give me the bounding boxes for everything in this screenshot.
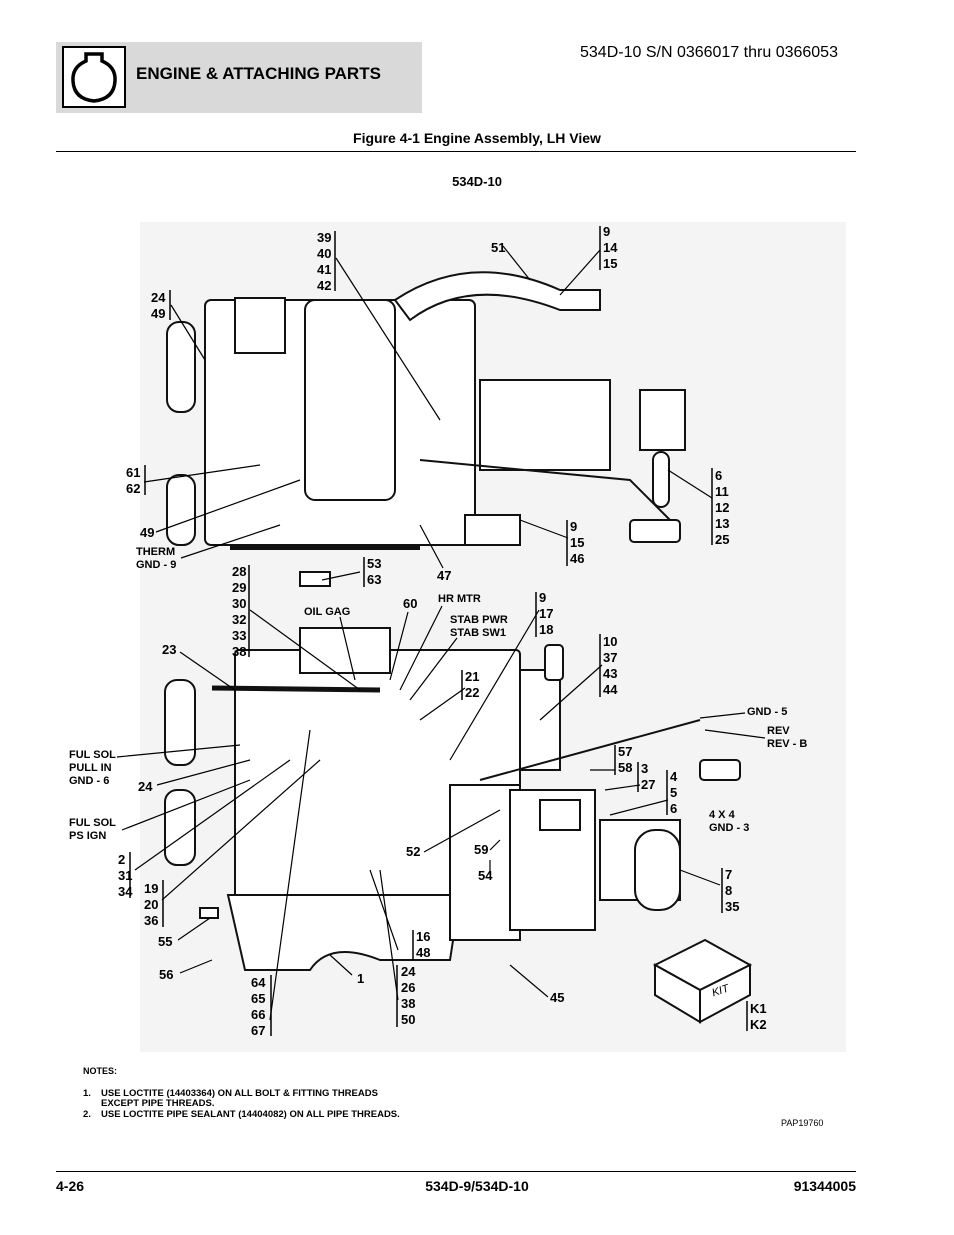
callout-56: 56 bbox=[159, 967, 174, 982]
drawing-id: PAP19760 bbox=[781, 1118, 824, 1128]
note-2-number: 2. bbox=[83, 1109, 91, 1120]
callout-21-22: 21 22 bbox=[465, 669, 480, 700]
callout-23: 23 bbox=[162, 642, 177, 657]
figure-title: Figure 4-1 Engine Assembly, LH View bbox=[353, 130, 601, 146]
label-ful-sol-ps-ign: FUL SOL PS IGN bbox=[69, 817, 116, 842]
top-divider bbox=[56, 151, 856, 152]
model-label: 534D-10 bbox=[452, 174, 502, 189]
callout-24-mid: 24 bbox=[138, 779, 153, 794]
callout-7-8-35: 7 8 35 bbox=[725, 867, 740, 914]
bottom-divider bbox=[56, 1171, 856, 1172]
callout-39-42: 39 40 41 42 bbox=[317, 230, 332, 293]
callout-51: 51 bbox=[491, 240, 506, 255]
engine-assembly-drawing bbox=[116, 222, 846, 1052]
callout-57-58: 57 58 bbox=[618, 744, 633, 775]
callout-47: 47 bbox=[437, 568, 452, 583]
callout-59: 59 bbox=[474, 842, 489, 857]
callout-9-17-18: 9 17 18 bbox=[539, 590, 554, 637]
callout-64-67: 64 65 66 67 bbox=[251, 975, 266, 1038]
callout-24-26-38-50: 24 26 38 50 bbox=[401, 964, 416, 1027]
callout-45: 45 bbox=[550, 990, 565, 1005]
label-ful-sol-pull-in: FUL SOL PULL IN GND - 6 bbox=[69, 749, 116, 787]
notes-title: NOTES: bbox=[83, 1066, 118, 1076]
label-gnd-5: GND - 5 bbox=[747, 706, 788, 718]
callout-2-31-34: 2 31 34 bbox=[118, 852, 133, 899]
label-hr-mtr: HR MTR bbox=[438, 593, 481, 605]
callout-53-63: 53 63 bbox=[367, 556, 382, 587]
callout-52: 52 bbox=[406, 844, 421, 859]
label-stab: STAB PWR STAB SW1 bbox=[450, 614, 508, 639]
callout-9-15-46: 9 15 46 bbox=[570, 519, 585, 566]
serial-range: 534D-10 S/N 0366017 thru 0366053 bbox=[580, 44, 838, 61]
callout-1: 1 bbox=[357, 971, 365, 986]
callout-9-14-15: 9 14 15 bbox=[603, 224, 618, 271]
callout-16-48: 16 48 bbox=[416, 929, 431, 960]
note-1-number: 1. bbox=[83, 1088, 91, 1099]
callout-19-20-36: 19 20 36 bbox=[144, 881, 159, 928]
callout-49: 49 bbox=[140, 525, 155, 540]
callout-61-62: 61 62 bbox=[126, 465, 141, 496]
doc-number: 91344005 bbox=[793, 1178, 856, 1194]
callout-k1-k2: K1 K2 bbox=[750, 1001, 767, 1032]
callout-54: 54 bbox=[478, 868, 493, 883]
label-4x4-gnd-3: 4 X 4 GND - 3 bbox=[709, 809, 750, 834]
callout-24-49-top: 24 49 bbox=[151, 290, 166, 321]
section-title: ENGINE & ATTACHING PARTS bbox=[136, 64, 381, 83]
note-1-text: USE LOCTITE (14403364) ON ALL BOLT & FIT… bbox=[101, 1088, 378, 1099]
callout-4-5-6: 4 5 6 bbox=[670, 769, 678, 816]
callout-10-37-43-44: 10 37 43 44 bbox=[603, 634, 618, 697]
callout-60: 60 bbox=[403, 596, 418, 611]
label-therm: THERM GND - 9 bbox=[136, 546, 177, 571]
callout-6-11-12-13-25: 6 11 12 13 25 bbox=[715, 468, 730, 547]
engine-section-icon bbox=[62, 46, 126, 108]
callout-55: 55 bbox=[158, 934, 173, 949]
note-1-continuation: EXCEPT PIPE THREADS. bbox=[101, 1098, 215, 1109]
label-oil-gag: OIL GAG bbox=[304, 606, 351, 618]
footer-models: 534D-9/534D-10 bbox=[425, 1178, 529, 1194]
callout-28-38: 28 29 30 32 33 38 bbox=[232, 564, 247, 659]
label-rev: REV REV - B bbox=[767, 725, 808, 750]
callout-3-27: 3 27 bbox=[641, 761, 656, 792]
page-number: 4-26 bbox=[56, 1178, 85, 1194]
note-2-text: USE LOCTITE PIPE SEALANT (14404082) ON A… bbox=[101, 1109, 400, 1120]
